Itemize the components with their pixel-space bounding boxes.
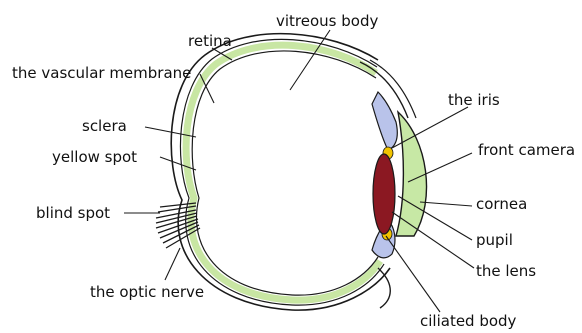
label-vascular-membrane: the vascular membrane — [12, 64, 191, 82]
label-ciliated-body: ciliated body — [420, 312, 516, 330]
label-optic-nerve: the optic nerve — [90, 283, 204, 301]
label-lens: the lens — [476, 262, 536, 280]
label-cornea: cornea — [476, 195, 527, 213]
label-vitreous-body: vitreous body — [276, 12, 378, 30]
label-pupil: pupil — [476, 231, 513, 249]
retina-outline — [192, 51, 378, 295]
vascular-membrane-band — [186, 45, 380, 300]
iris-upper — [372, 92, 397, 150]
lens-shape — [373, 154, 395, 234]
lower-lid-curve — [378, 268, 390, 308]
label-blind-spot: blind spot — [36, 204, 110, 222]
label-yellow-spot: yellow spot — [52, 148, 137, 166]
label-iris: the iris — [448, 91, 500, 109]
label-retina: retina — [188, 32, 232, 50]
label-sclera: sclera — [82, 117, 127, 135]
label-front-camera: front camera — [478, 141, 575, 159]
